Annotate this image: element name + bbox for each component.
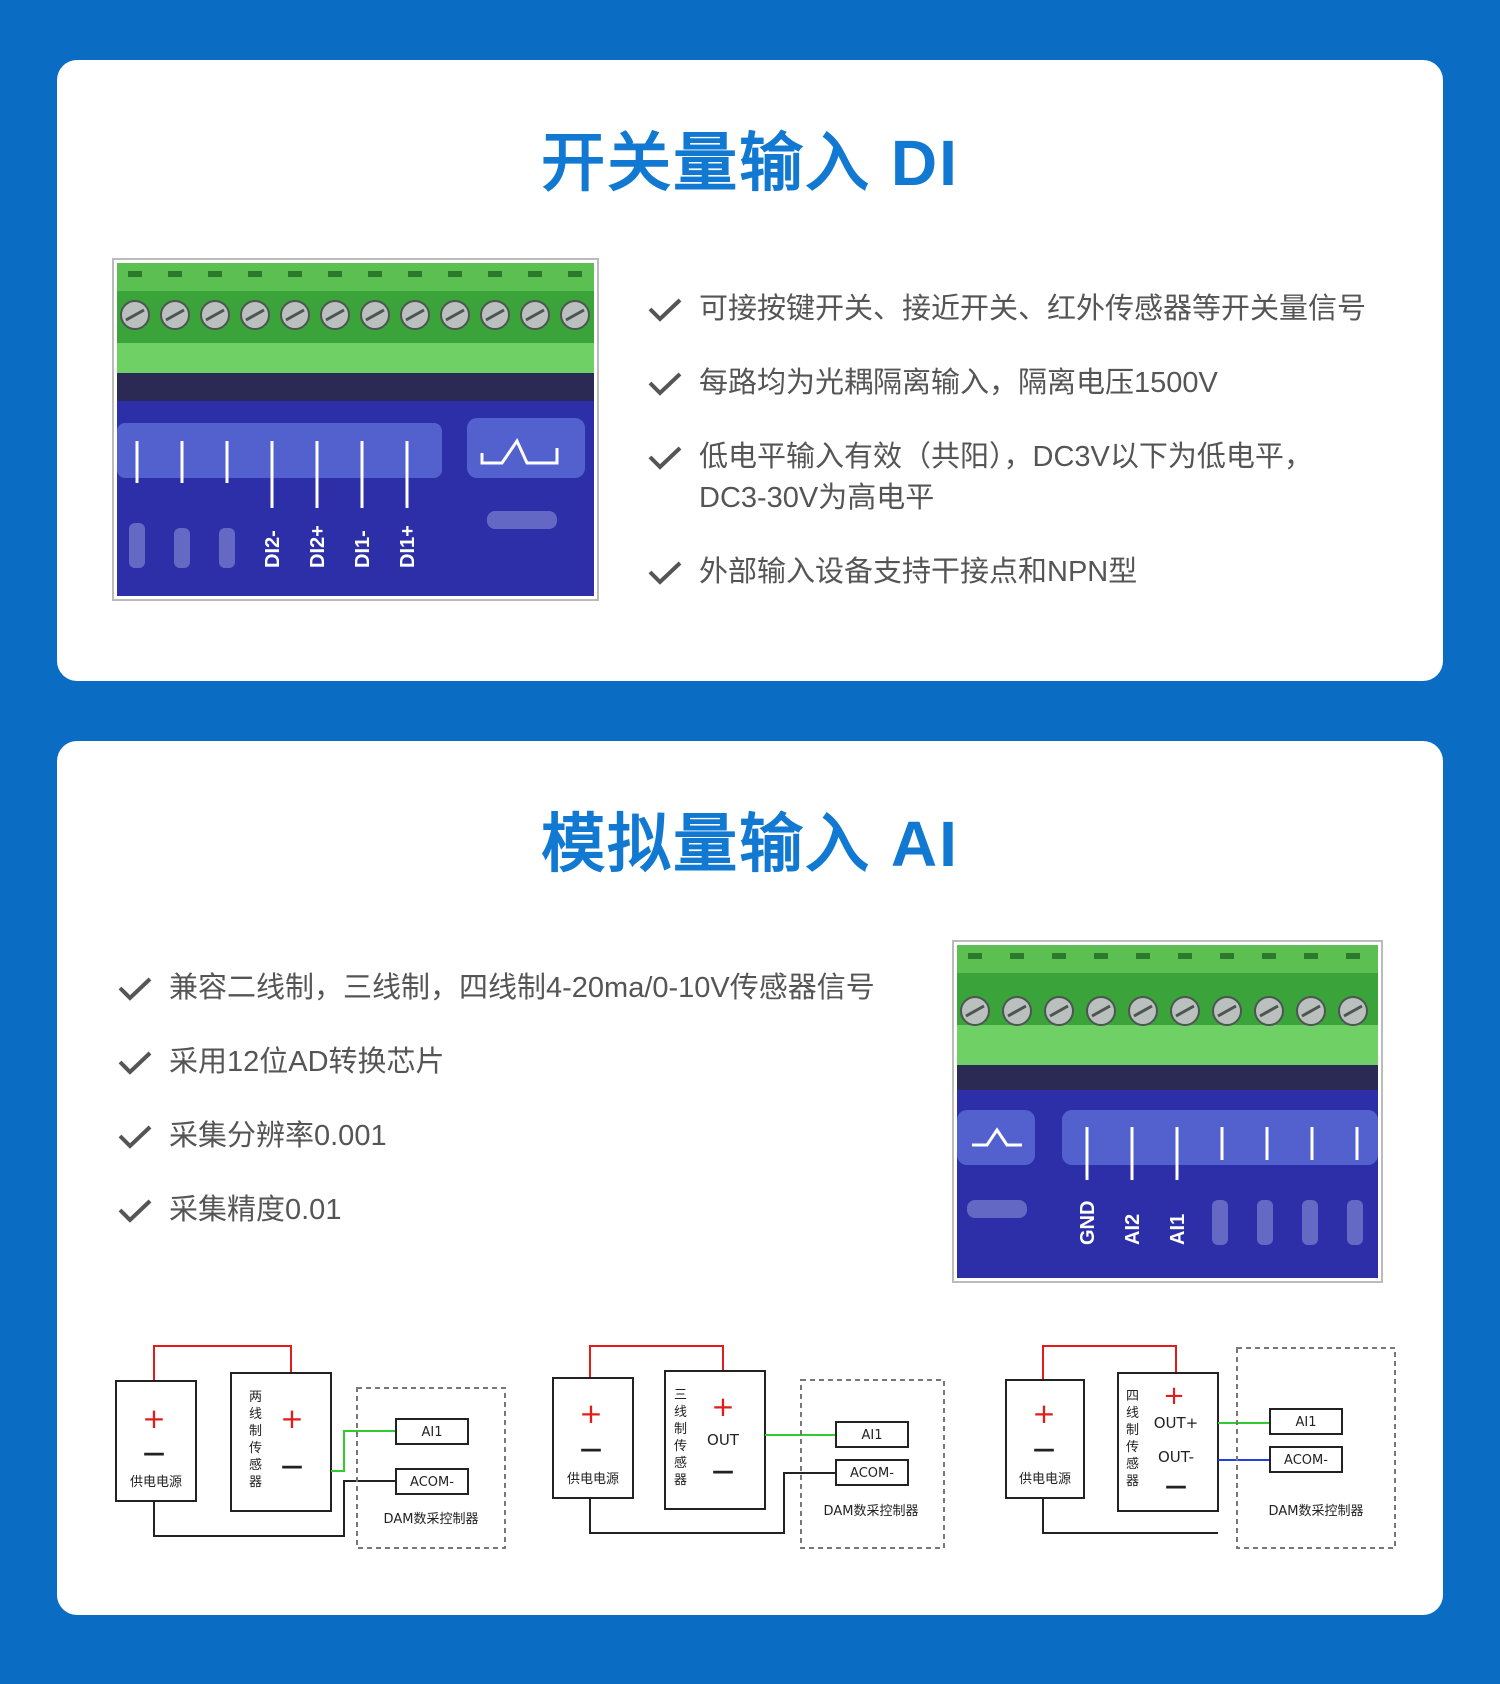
- ai-feature-item: 采集精度0.01: [117, 1190, 917, 1231]
- sensor-out-label: OUT: [707, 1431, 740, 1449]
- check-icon: [118, 1051, 152, 1075]
- check-icon: [118, 1125, 152, 1149]
- di-label-di2-minus: DI2-: [262, 530, 284, 568]
- check-icon: [648, 561, 682, 585]
- check-icon: [118, 1199, 152, 1223]
- controller-label: DAM数采控制器: [824, 1504, 919, 1519]
- di-feature-item: 每路均为光耦隔离输入，隔离电压1500V: [647, 363, 1407, 404]
- di-label-di1-minus: DI1-: [352, 530, 374, 568]
- di-terminal-photo: DI2- DI2+ DI1- DI1+: [112, 258, 599, 601]
- sensor-minus-sign: —: [281, 1454, 303, 1479]
- ai-label-gnd: GND: [1077, 1201, 1099, 1245]
- power-supply-label: 供电电源: [1019, 1472, 1071, 1487]
- ai-feature-item: 兼容二线制，三线制，四线制4-20ma/0-10V传感器信号: [117, 968, 917, 1009]
- sensor-minus-sign: —: [1165, 1474, 1187, 1499]
- di-title: 开关量输入 DI: [541, 127, 959, 199]
- ai-label-ai2: AI2: [1122, 1214, 1144, 1245]
- di-feature-item: 可接按键开关、接近开关、红外传感器等开关量信号: [647, 289, 1407, 330]
- di-label-di2-plus: DI2+: [307, 525, 329, 568]
- three-wire-diagram: + — 供电电源 三线制传感器 + OUT — AI1 ACOM- DAM数采控…: [551, 1343, 946, 1553]
- check-icon: [648, 446, 682, 470]
- di-feature-item: 低电平输入有效（共阳），DC3V以下为低电平，DC3-30V为高电平: [647, 437, 1347, 519]
- ai-title: 模拟量输入 AI: [541, 808, 959, 880]
- sensor-label: 三线制传感器: [674, 1388, 687, 1488]
- acom-terminal-label: ACOM-: [1284, 1453, 1328, 1468]
- controller-label: DAM数采控制器: [1269, 1504, 1364, 1519]
- ai-terminal-image: GND AI2 AI1: [957, 945, 1378, 1278]
- ai-terminal-photo: GND AI2 AI1: [952, 940, 1383, 1283]
- sensor-plus-sign: +: [711, 1390, 734, 1423]
- check-icon: [118, 977, 152, 1001]
- ai1-terminal-label: AI1: [862, 1428, 883, 1443]
- di-label-di1-plus: DI1+: [397, 525, 419, 568]
- ai-feature-item: 采集分辨率0.001: [117, 1116, 917, 1157]
- power-minus-sign: —: [1033, 1437, 1055, 1462]
- di-terminal-image: DI2- DI2+ DI1- DI1+: [117, 263, 594, 596]
- sensor-label: 两线制传感器: [249, 1390, 262, 1490]
- sensor-out-plus-label: OUT+: [1154, 1414, 1199, 1432]
- ai1-terminal-label: AI1: [422, 1425, 443, 1440]
- controller-label: DAM数采控制器: [384, 1512, 479, 1527]
- sensor-plus-sign: +: [280, 1402, 303, 1435]
- ai-card: 模拟量输入 AI 兼容二线制，三线制，四线制4-20ma/0-10V传感器信号 …: [57, 741, 1443, 1615]
- power-plus-sign: +: [1032, 1397, 1055, 1430]
- power-supply-label: 供电电源: [567, 1472, 619, 1487]
- power-plus-sign: +: [142, 1402, 165, 1435]
- sensor-out-minus-label: OUT-: [1158, 1448, 1194, 1466]
- di-feature-list: 可接按键开关、接近开关、红外传感器等开关量信号 每路均为光耦隔离输入，隔离电压1…: [647, 289, 1407, 626]
- ai-feature-item: 采用12位AD转换芯片: [117, 1042, 917, 1083]
- acom-terminal-label: ACOM-: [410, 1475, 454, 1490]
- power-plus-sign: +: [579, 1397, 602, 1430]
- acom-terminal-label: ACOM-: [850, 1466, 894, 1481]
- di-feature-item: 外部输入设备支持干接点和NPN型: [647, 552, 1407, 593]
- ai-label-ai1: AI1: [1167, 1214, 1189, 1245]
- two-wire-diagram: + — 供电电源 两线制传感器 + — AI1 ACOM- DAM数采控制器: [114, 1343, 509, 1553]
- power-supply-label: 供电电源: [130, 1475, 182, 1490]
- sensor-minus-sign: —: [712, 1459, 734, 1484]
- sensor-plus-sign: +: [1163, 1381, 1185, 1411]
- check-icon: [648, 298, 682, 322]
- power-minus-sign: —: [143, 1441, 165, 1466]
- check-icon: [648, 372, 682, 396]
- ai1-terminal-label: AI1: [1296, 1415, 1317, 1430]
- di-card: 开关量输入 DI DI2- DI2+: [57, 60, 1443, 681]
- four-wire-diagram: + — 供电电源 四线制传感器 + OUT+ OUT- — AI1 ACOM- …: [1004, 1343, 1399, 1553]
- sensor-label: 四线制传感器: [1126, 1389, 1139, 1489]
- power-minus-sign: —: [580, 1437, 602, 1462]
- ai-feature-list: 兼容二线制，三线制，四线制4-20ma/0-10V传感器信号 采用12位AD转换…: [117, 968, 917, 1264]
